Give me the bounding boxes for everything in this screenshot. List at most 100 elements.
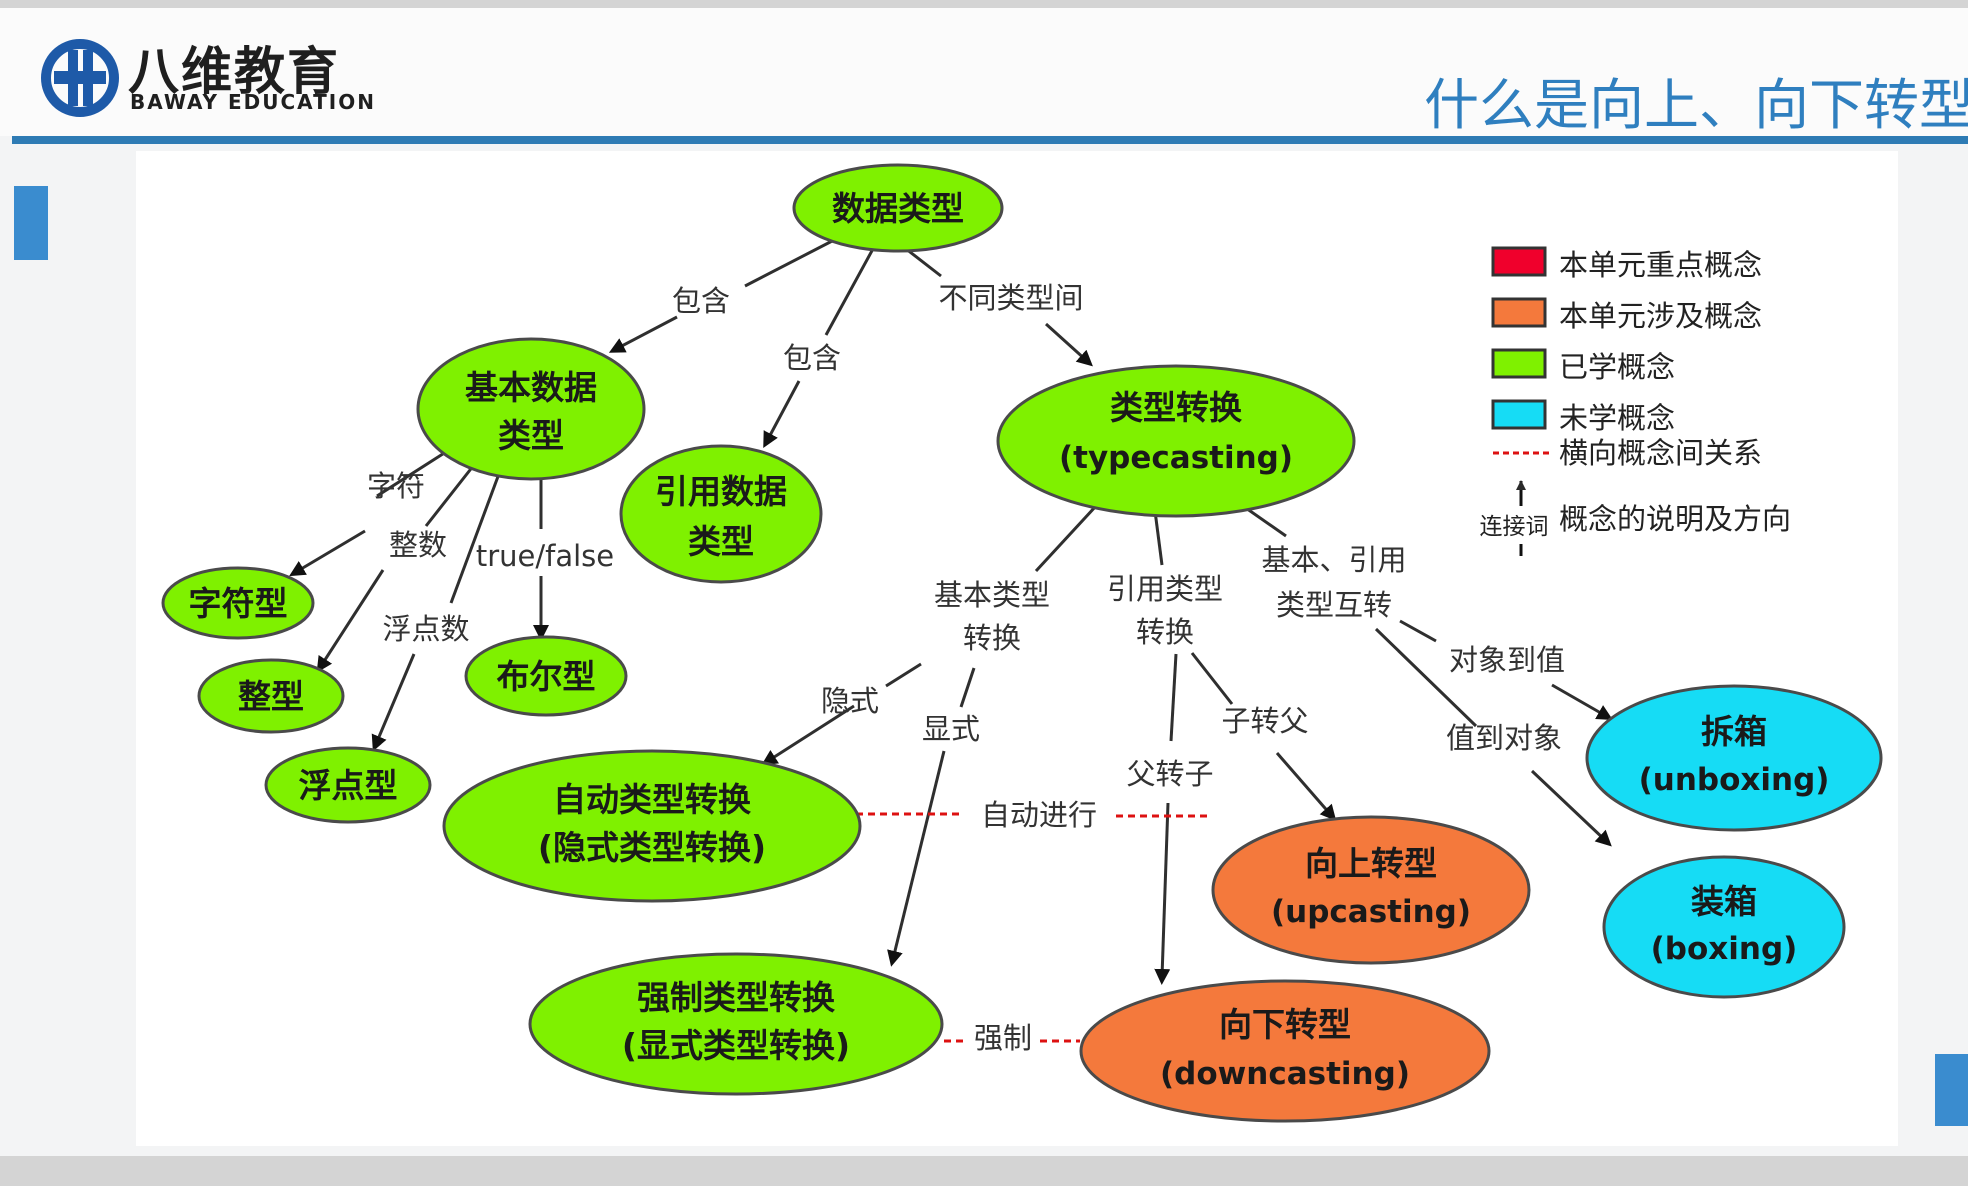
edge-label-parent-to-child: 父转子 [1126,757,1213,791]
edge-line [744,237,837,288]
node-label: 自动类型转换 [553,780,751,819]
legend-label: 本单元涉及概念 [1559,299,1762,333]
legend-label: 未学概念 [1559,401,1675,435]
node-label: 类型 [688,522,754,561]
edge-line [1169,653,1178,742]
edge-line [1190,652,1234,705]
edge-line [1242,504,1287,538]
slide-title: 什么是向上、向下转型 [1424,73,1968,137]
legend-label: 横向概念间关系 [1559,436,1762,470]
node-force-cast: 强制类型转换 (显式类型转换) [528,952,944,1096]
edge-line [1374,627,1478,728]
edge-arrow [1551,683,1613,720]
node-label: (upcasting) [1271,894,1471,930]
node-data-types: 数据类型 [792,163,1004,253]
right-accent-tab [1935,1054,1968,1126]
edge-label-contains: 包含 [783,341,841,375]
node-int-type: 整型 [197,658,345,734]
concept-map-canvas: 包含 包含 不同类型间 字符 整数 浮点数 true/false 基本类型 转换… [136,151,1898,1146]
edge-line [1399,619,1437,643]
legend-swatch-key-concept [1491,246,1547,277]
edge-label-implicit: 隐式 [821,684,879,718]
legend-label: 已学概念 [1559,350,1675,384]
slide-header: 八维教育 BAWAY EDUCATION 什么是向上、向下转型 [0,8,1968,137]
node-auto-cast: 自动类型转换 (隐式类型转换) [442,749,862,903]
edge-line [824,246,876,336]
edge-label-contains: 包含 [672,284,730,318]
edge-label-primitive-conversion: 基本类型 [934,578,1050,612]
legend-swatch-involved-concept [1491,297,1547,328]
node-label: 向上转型 [1305,844,1437,883]
node-unboxing: 拆箱 (unboxing) [1585,684,1883,832]
edge-label-primitive-conversion: 转换 [963,621,1021,655]
edge-arrow [1275,752,1337,822]
node-label: 布尔型 [497,657,596,696]
edge-label-float: 浮点数 [382,612,469,646]
node-label: (隐式类型转换) [538,828,766,867]
node-label: 拆箱 [1701,712,1767,751]
edge-arrow [316,569,385,673]
edge-arrow [1044,322,1093,367]
edge-arrow [1530,769,1612,847]
concept-map: 包含 包含 不同类型间 字符 整数 浮点数 true/false 基本类型 转换… [161,163,1883,1123]
node-char-type: 字符型 [161,566,315,640]
edge-label-between-types: 不同类型间 [938,281,1083,315]
edge-line [959,667,976,708]
logo-chinese-text: 八维教育 [128,43,341,102]
edge-label-forced: 强制 [974,1021,1032,1055]
left-accent-tab [14,186,48,260]
edge-line [1153,510,1164,566]
node-upcasting: 向上转型 (upcasting) [1211,815,1531,965]
edge-label-object-to-value: 对象到值 [1449,643,1565,677]
node-label: (downcasting) [1160,1056,1410,1092]
logo: 八维教育 BAWAY EDUCATION [40,30,380,120]
edge-label-integer: 整数 [389,528,447,562]
legend-connector-word: 连接词 [1480,514,1549,540]
edge-label-interconversion: 基本、引用 [1261,543,1406,577]
node-label: 装箱 [1691,882,1757,921]
node-label: 类型转换 [1110,388,1242,427]
edge-line [885,662,922,688]
edge-label-child-to-parent: 子转父 [1221,704,1308,738]
edge-arrow [1154,802,1171,985]
edge-label-reference-conversion: 转换 [1136,615,1194,649]
node-label: (显式类型转换) [622,1026,850,1065]
edge-arrow [887,750,946,967]
globe-logo-icon [41,39,119,117]
edge-label-interconversion: 类型互转 [1276,588,1392,622]
node-downcasting: 向下转型 (downcasting) [1079,979,1491,1123]
legend: 本单元重点概念 本单元涉及概念 已学概念 未学概念 横向概念间关系 连接词 概念… [1480,246,1791,556]
node-label: 字符型 [189,584,288,623]
node-label: 引用数据 [655,472,787,511]
edge-label-char: 字符 [367,469,425,503]
node-float-type: 浮点型 [264,746,432,824]
edge-arrow [761,704,855,766]
node-label: 类型 [498,416,564,455]
node-bool-type: 布尔型 [464,635,628,717]
legend-swatch-unlearned-concept [1491,399,1547,430]
edge-label-explicit: 显式 [922,712,980,746]
legend-label: 本单元重点概念 [1559,248,1762,282]
edge-label-bool: true/false [476,539,614,573]
node-label: (unboxing) [1639,762,1830,798]
slide: 八维教育 BAWAY EDUCATION 什么是向上、向下转型 [0,8,1968,1156]
edge-line [1034,504,1098,573]
header-divider [12,136,1968,144]
edge-line [376,448,450,498]
node-label: (boxing) [1651,931,1798,967]
node-label: 浮点型 [299,766,398,805]
legend-label: 概念的说明及方向 [1559,502,1791,536]
edge-arrow [371,653,416,752]
node-label: 数据类型 [832,189,964,228]
node-label: 基本数据 [465,368,597,407]
node-typecasting: 类型转换 (typecasting) [996,364,1356,518]
legend-swatch-learned-concept [1491,348,1547,379]
node-primitive-types: 基本数据 类型 [416,337,646,481]
node-reference-types: 引用数据 类型 [619,444,823,584]
edge-label-reference-conversion: 引用类型 [1107,572,1223,606]
edge-label-auto-proceed: 自动进行 [981,798,1097,832]
node-boxing: 装箱 (boxing) [1602,855,1846,999]
node-label: 强制类型转换 [637,978,835,1017]
node-label: (typecasting) [1059,440,1293,476]
edge-line [449,462,505,604]
